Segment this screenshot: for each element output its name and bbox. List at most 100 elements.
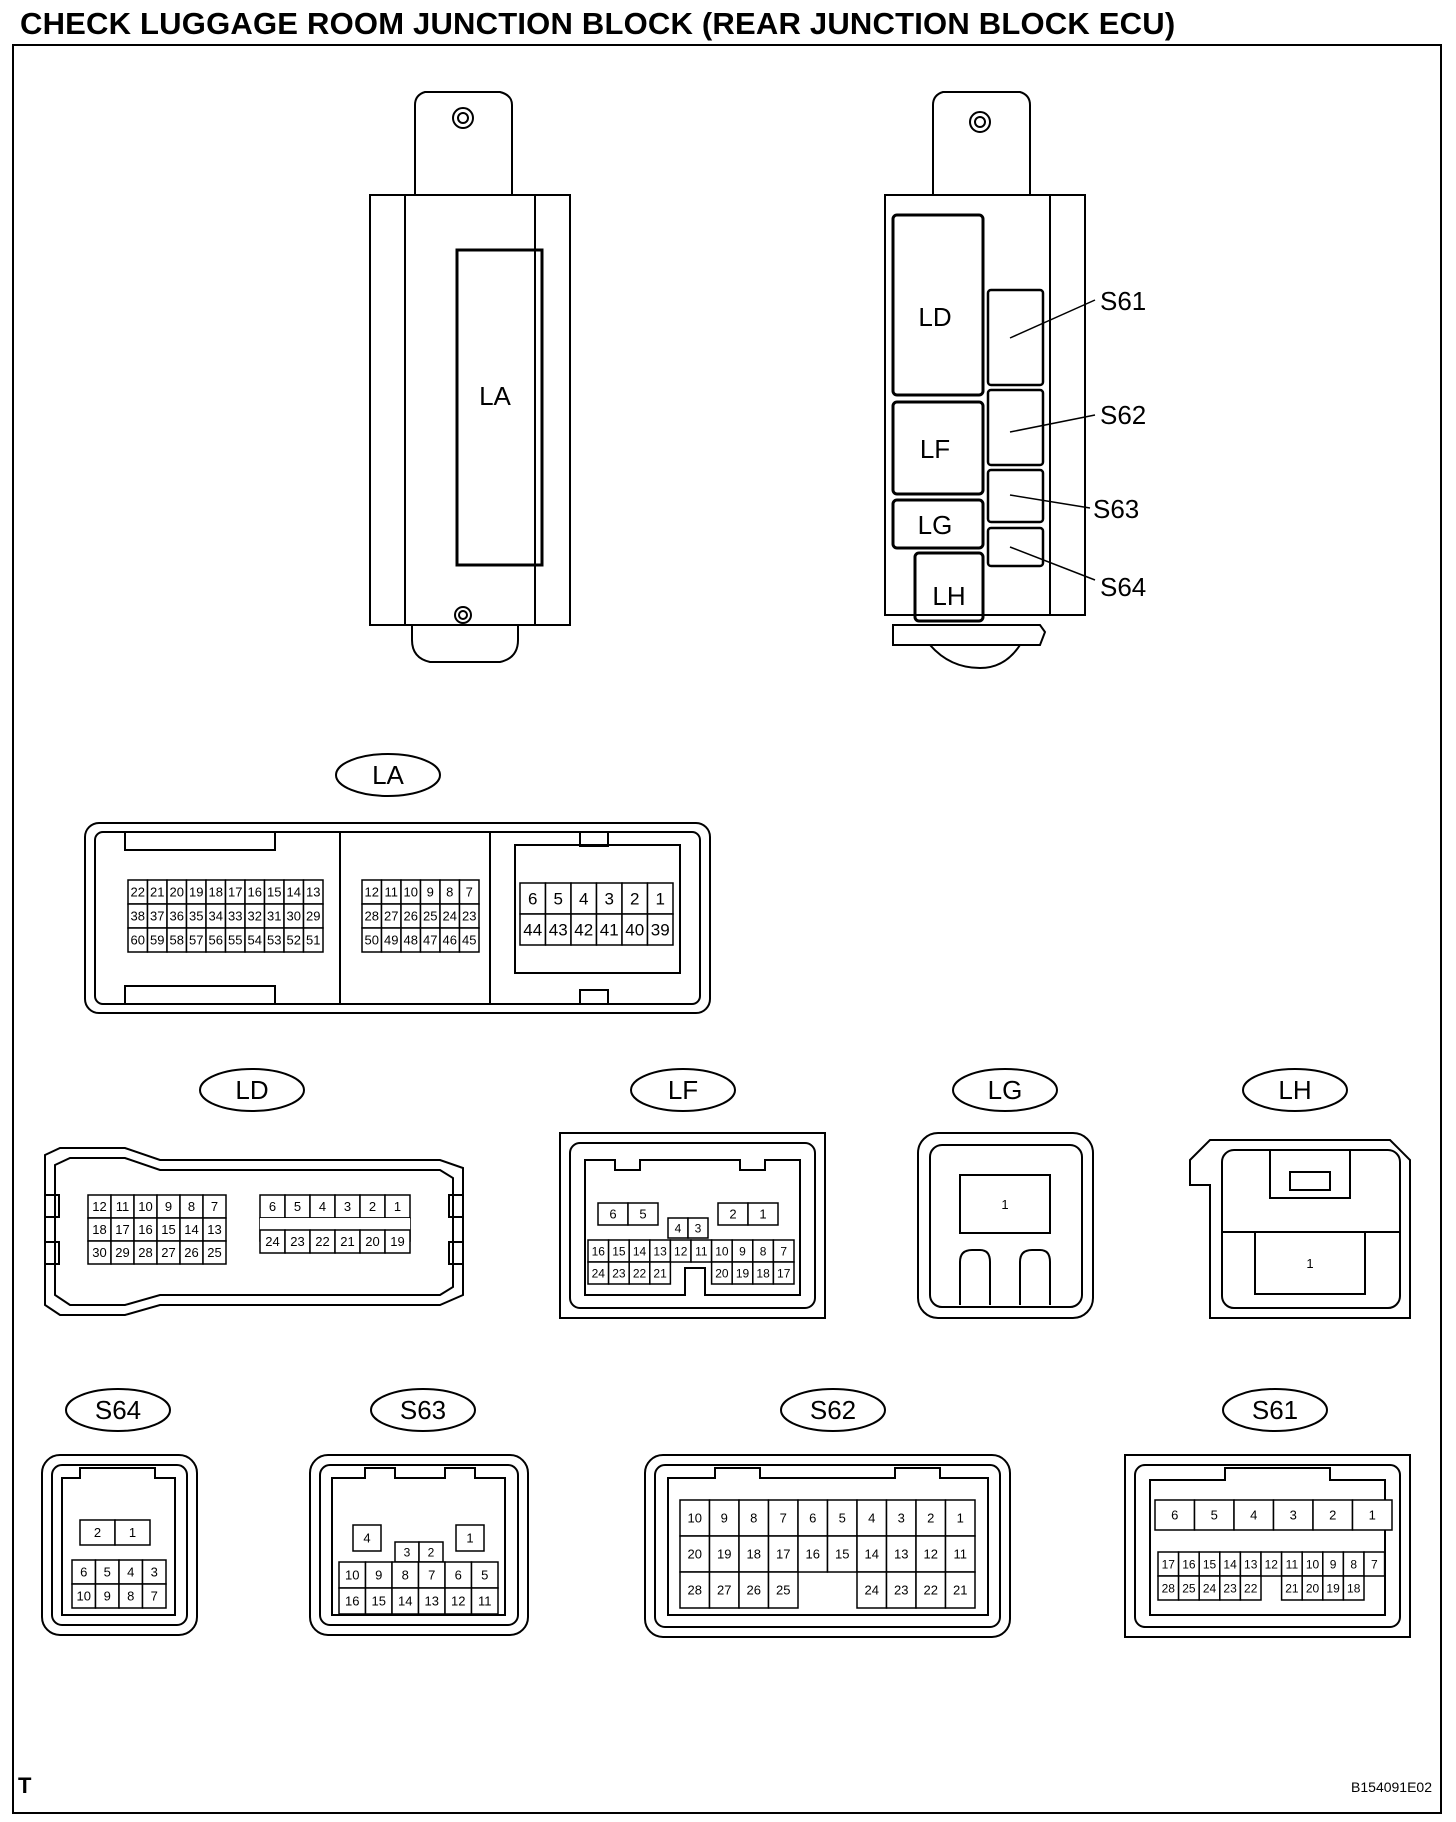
LA-pin-42: 42 <box>574 921 593 940</box>
LA-pin-29: 29 <box>306 909 320 924</box>
LA-pin-13: 13 <box>306 885 320 900</box>
S61-pin-16: 16 <box>1182 1557 1196 1571</box>
LA-pin-25: 25 <box>423 909 437 924</box>
LA-pin-12: 12 <box>365 885 379 900</box>
LA-pin-20: 20 <box>170 885 184 900</box>
connector-S64-housing <box>41 1454 198 1636</box>
LA-pin-6: 6 <box>528 890 537 909</box>
callout-S63: S63 <box>1093 494 1139 524</box>
LD-pin-26: 26 <box>184 1245 198 1260</box>
LA-pin-8: 8 <box>446 885 453 900</box>
S62-pin-18-cell <box>738 1535 770 1573</box>
LA-pin-43: 43 <box>549 921 568 940</box>
S63-pin-13: 13 <box>425 1594 439 1609</box>
S62-pin-15-cell <box>826 1535 858 1573</box>
figure-code: B154091E02 <box>1351 1779 1432 1795</box>
LA-pin-44: 44 <box>523 921 542 940</box>
LF-pin-14: 14 <box>633 1244 647 1258</box>
connector-LH-tag <box>1242 1068 1348 1112</box>
connector-S63-tag-label: S63 <box>400 1395 446 1425</box>
S62-pin-26: 26 <box>747 1583 761 1598</box>
LF-pin-3-cell <box>687 1217 709 1239</box>
S63-pin-6: 6 <box>455 1568 462 1583</box>
LA-pin-51: 51 <box>306 933 320 948</box>
LA-pin-3: 3 <box>605 890 614 909</box>
S61-pin-8: 8 <box>1350 1557 1357 1571</box>
S62-pin-15: 15 <box>835 1547 849 1562</box>
connector-S62-tag-label: S62 <box>810 1395 856 1425</box>
LA-pin-55: 55 <box>228 933 242 948</box>
LA-pin-24: 24 <box>443 909 457 924</box>
LD-pin-14: 14 <box>184 1222 198 1237</box>
LA-pin-54: 54 <box>248 933 262 948</box>
LA-pin-30: 30 <box>287 909 301 924</box>
left-junction-block <box>369 91 571 663</box>
LH-pin-1: 1 <box>1306 1256 1313 1271</box>
LD-pin-20: 20 <box>365 1234 379 1249</box>
connector-LH-housing <box>1189 1139 1411 1319</box>
LA-pin-16: 16 <box>248 885 262 900</box>
LA-pin-17: 17 <box>228 885 242 900</box>
LF-pin-11: 11 <box>695 1244 708 1258</box>
LD-pin-11: 11 <box>116 1199 130 1214</box>
S61-pin-22: 22 <box>1244 1581 1258 1595</box>
LF-pin-19: 19 <box>736 1266 750 1280</box>
connector-LA-housing <box>84 822 711 1014</box>
connector-S62-housing <box>644 1454 1011 1638</box>
S61-pin-28: 28 <box>1162 1581 1176 1595</box>
S62-pin-24-cell <box>856 1571 888 1609</box>
S63-pin-4-cell <box>352 1524 382 1552</box>
LF-pin-17-cell <box>772 1261 795 1285</box>
S63-pin-12: 12 <box>451 1594 465 1609</box>
S63-pin-10-cell <box>338 1561 367 1589</box>
S61-pin-22-cell <box>1239 1575 1262 1601</box>
connector-S61-tag-label: S61 <box>1252 1395 1298 1425</box>
S64-pin-10: 10 <box>77 1589 91 1604</box>
S62-pin-20: 20 <box>688 1547 702 1562</box>
S63-pin-16-cell <box>338 1587 367 1615</box>
LA-pin-45-cell <box>458 927 480 953</box>
LD-pin-13: 13 <box>207 1222 221 1237</box>
LA-pin-4: 4 <box>579 890 588 909</box>
S63-pin-15: 15 <box>372 1594 386 1609</box>
LD-pin-25-cell <box>202 1240 227 1265</box>
S62-pin-6-cell <box>797 1499 829 1537</box>
S63-pin-1-cell <box>455 1524 485 1552</box>
S62-pin-17: 17 <box>776 1547 790 1562</box>
LF-pin-12: 12 <box>674 1244 688 1258</box>
S63-pin-13-cell <box>417 1587 446 1615</box>
LD-pin-5: 5 <box>294 1199 301 1214</box>
S61-pin-10: 10 <box>1306 1557 1320 1571</box>
S63-pin-10: 10 <box>345 1568 359 1583</box>
S64-pin-6: 6 <box>80 1565 87 1580</box>
S62-pin-28: 28 <box>688 1583 702 1598</box>
S62-pin-25-cell <box>767 1571 799 1609</box>
connector-LF-tag <box>630 1068 736 1112</box>
LD-pin-8: 8 <box>188 1199 195 1214</box>
S61-pin-2: 2 <box>1329 1508 1336 1523</box>
S61-pin-6: 6 <box>1171 1508 1178 1523</box>
S61-pin-11: 11 <box>1286 1557 1299 1571</box>
S62-pin-16-cell <box>797 1535 829 1573</box>
S61-pin-14: 14 <box>1223 1557 1237 1571</box>
LA-pin-22: 22 <box>131 885 145 900</box>
S61-pin-19: 19 <box>1326 1581 1340 1595</box>
LA-pin-34: 34 <box>209 909 223 924</box>
LD-pin-4: 4 <box>319 1199 326 1214</box>
LD-pin-19-cell <box>384 1229 411 1254</box>
S64-pin-4: 4 <box>127 1565 134 1580</box>
connector-S62-tag <box>780 1388 886 1432</box>
S64-pin-1: 1 <box>129 1525 136 1540</box>
right-block-label-LD: LD <box>918 302 951 332</box>
LF-pin-21: 21 <box>653 1266 667 1280</box>
LD-pin-2: 2 <box>369 1199 376 1214</box>
LD-pin-29: 29 <box>115 1245 129 1260</box>
S62-pin-2: 2 <box>927 1511 934 1526</box>
LA-pin-19: 19 <box>189 885 203 900</box>
LA-pin-50: 50 <box>365 933 379 948</box>
LF-pin-15: 15 <box>612 1244 626 1258</box>
S61-pin-18-cell <box>1342 1575 1365 1601</box>
S63-pin-4: 4 <box>363 1531 370 1546</box>
S62-pin-23: 23 <box>894 1583 908 1598</box>
S61-pin-24: 24 <box>1203 1581 1217 1595</box>
